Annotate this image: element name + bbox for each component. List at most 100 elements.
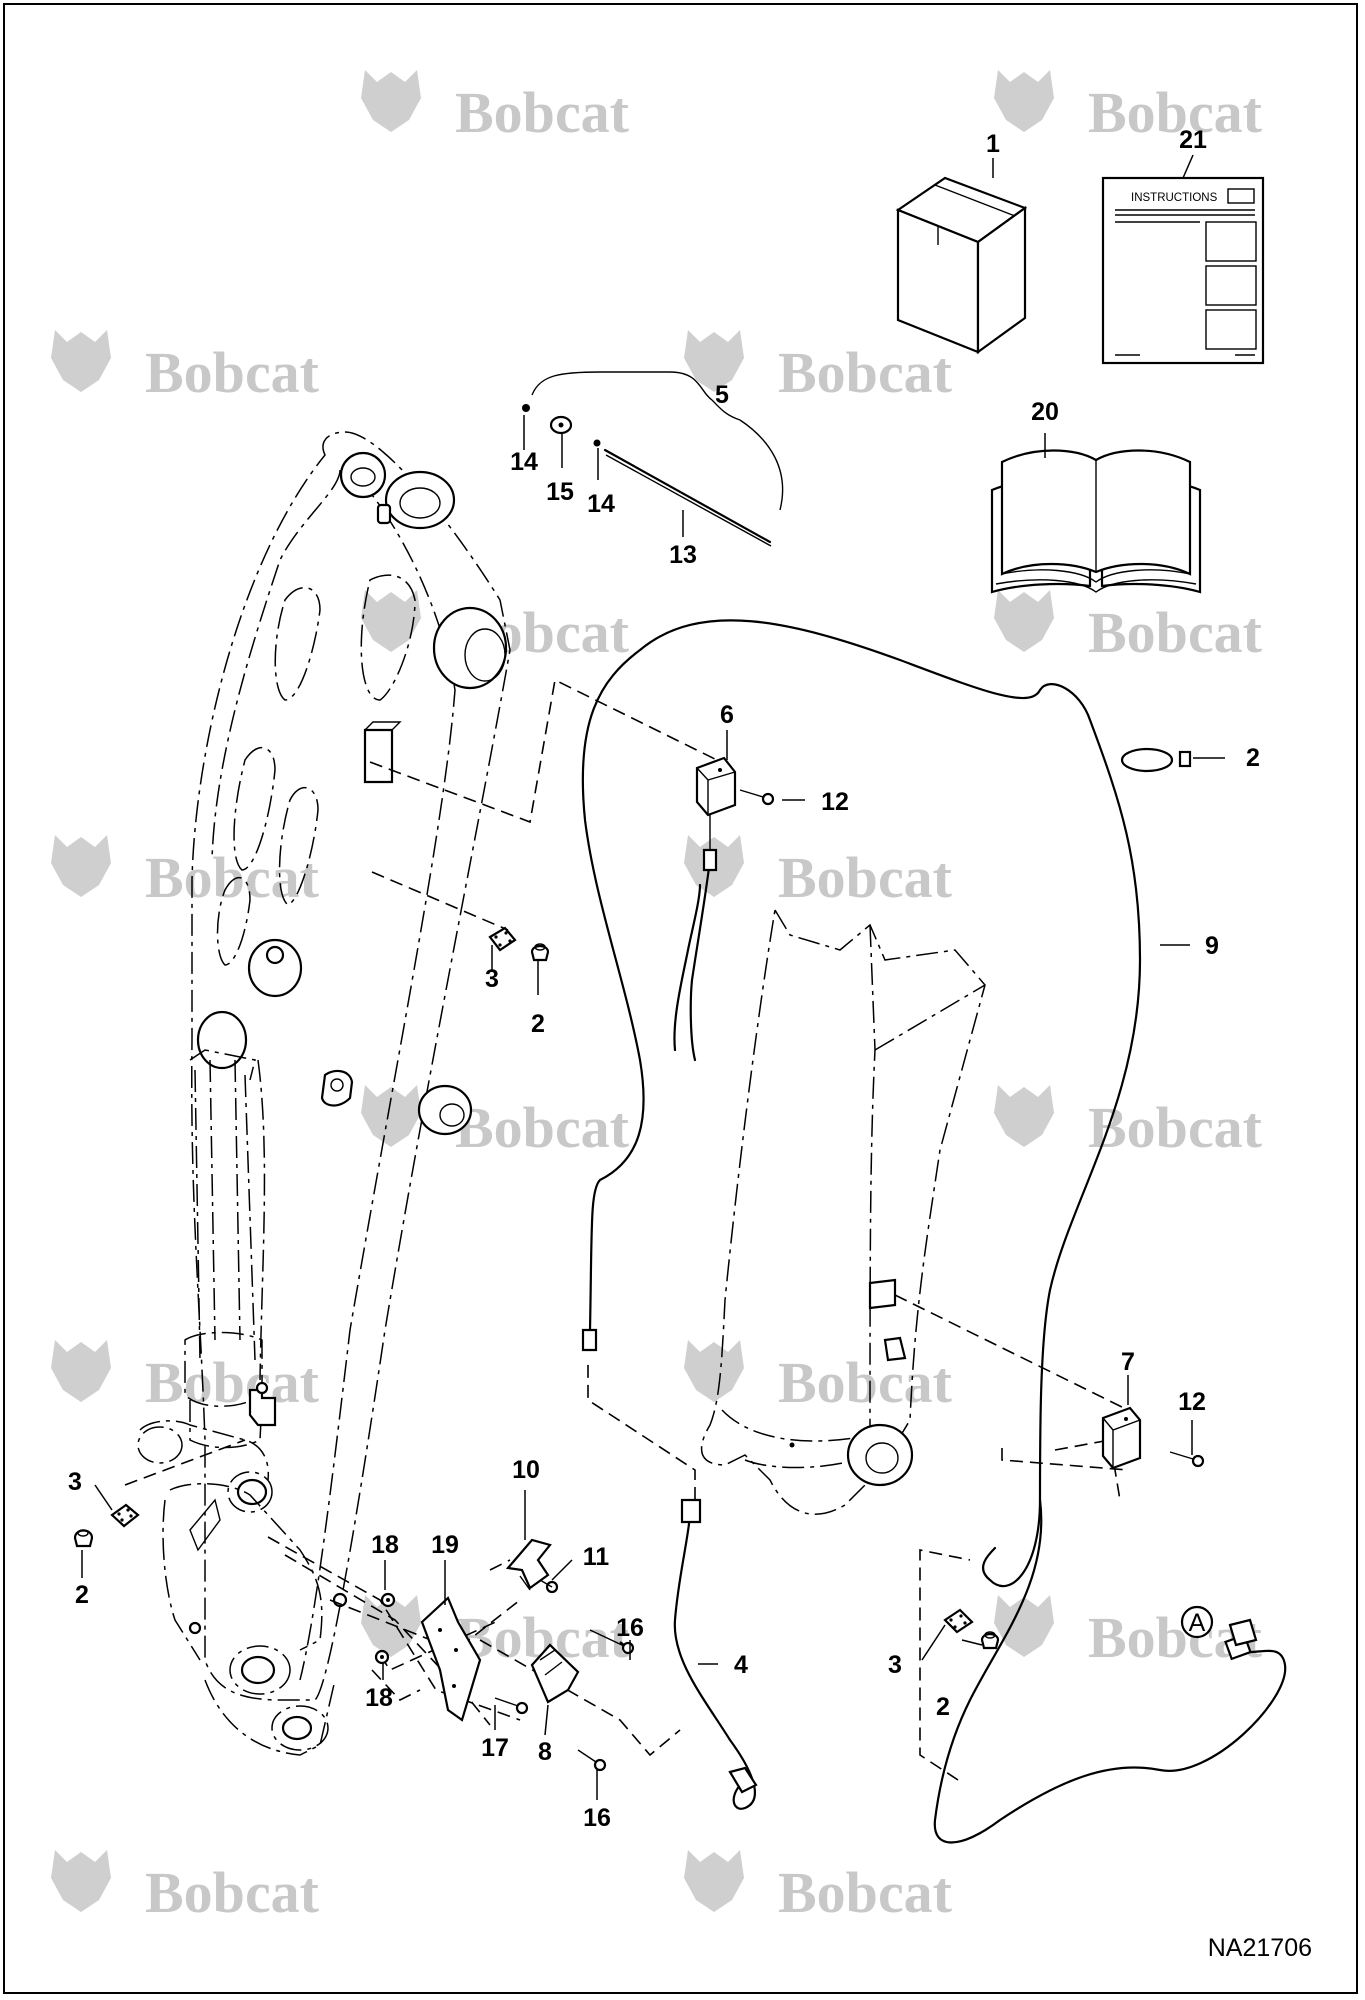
reference-code: NA21706 — [1208, 1934, 1312, 1962]
svg-text:Bobcat: Bobcat — [455, 80, 630, 145]
callout-3: 3 — [888, 1651, 902, 1679]
svg-text:Bobcat: Bobcat — [1088, 1095, 1263, 1160]
watermark: Bobcat — [51, 835, 320, 910]
callout-13: 13 — [669, 541, 697, 569]
watermark: Bobcat — [684, 1850, 953, 1925]
svg-text:Bobcat: Bobcat — [455, 1095, 630, 1160]
callout-labels: 1 21 5 14 15 14 13 20 6 12 2 9 3 2 7 12 … — [68, 126, 1260, 1832]
nut-plate-icon — [110, 1503, 140, 1528]
nut-icon — [530, 943, 550, 962]
svg-text:Bobcat: Bobcat — [778, 845, 953, 910]
nut-icon — [380, 1592, 396, 1608]
nut-icon — [73, 1529, 94, 1548]
watermark: Bobcat — [51, 330, 320, 405]
callout-6: 6 — [720, 701, 734, 729]
watermark: Bobcat — [994, 1595, 1263, 1670]
cable-tie-icon — [1120, 747, 1192, 773]
callout-18: 18 — [371, 1531, 399, 1559]
nut-plate-icon — [943, 1608, 974, 1634]
assembly-line — [124, 1439, 246, 1486]
callout-7: 7 — [1121, 1348, 1135, 1376]
svg-text:Bobcat: Bobcat — [145, 845, 320, 910]
callout-5: 5 — [715, 381, 729, 409]
watermark: Bobcat — [994, 70, 1263, 145]
cotter-pin-icon — [522, 404, 530, 412]
bolt-icon — [1169, 1451, 1205, 1468]
bolt-icon — [739, 789, 775, 806]
callout-19: 19 — [431, 1531, 459, 1559]
watermark: Bobcat — [684, 330, 953, 405]
svg-text:Bobcat: Bobcat — [778, 1860, 953, 1925]
callout-14: 14 — [587, 490, 615, 518]
switch-bracket-icon — [505, 1538, 552, 1591]
watermark: Bobcat — [684, 835, 953, 910]
callout-15: 15 — [546, 478, 574, 506]
callout-3: 3 — [485, 965, 499, 993]
callout-10: 10 — [512, 1456, 540, 1484]
cotter-pin-icon — [593, 439, 601, 447]
nut-icon — [980, 1631, 1000, 1650]
box-icon — [895, 176, 1028, 355]
callout-2: 2 — [531, 1010, 545, 1038]
pin-rod-icon — [603, 448, 772, 544]
bolt-icon — [494, 1697, 529, 1715]
svg-text:Bobcat: Bobcat — [145, 340, 320, 405]
bolt-icon — [577, 1749, 607, 1772]
svg-text:Bobcat: Bobcat — [1088, 600, 1263, 665]
assembly-line — [1001, 1448, 1129, 1471]
callout-16: 16 — [583, 1804, 611, 1832]
connector-a-icon: A — [1180, 1605, 1214, 1639]
pin-kit — [522, 371, 784, 547]
callout-14: 14 — [510, 448, 538, 476]
leader-lines — [81, 154, 1225, 1800]
watermark: Bobcat — [994, 1085, 1263, 1160]
callout-21: 21 — [1179, 126, 1207, 154]
watermark: Bobcat — [51, 1340, 320, 1415]
watermark: Bobcat — [361, 1595, 630, 1670]
excavator-arm — [137, 431, 511, 1756]
watermark: Bobcat — [684, 1340, 953, 1415]
assembly-line — [894, 1294, 1129, 1411]
bolt-icon — [539, 1579, 559, 1594]
callout-9: 9 — [1205, 932, 1219, 960]
assembly-line — [267, 1536, 521, 1721]
callout-2: 2 — [1246, 744, 1260, 772]
assembly-line — [919, 1549, 971, 1781]
callout-3: 3 — [68, 1468, 82, 1496]
callout-12: 12 — [1178, 1388, 1206, 1416]
wire-harness-short — [581, 1328, 758, 1810]
svg-text:Bobcat: Bobcat — [145, 1350, 320, 1415]
svg-text:Bobcat: Bobcat — [778, 1350, 953, 1415]
sensor-6-icon — [695, 756, 737, 872]
watermark-layer: Bobcat Bobcat Bobcat Bobcat Bobcat Bobca… — [51, 70, 1263, 1925]
svg-text:Bobcat: Bobcat — [778, 340, 953, 405]
svg-text:Bobcat: Bobcat — [145, 1860, 320, 1925]
callout-2: 2 — [936, 1693, 950, 1721]
callout-18: 18 — [365, 1684, 393, 1712]
assembly-line — [369, 678, 728, 824]
watermark: Bobcat — [361, 1085, 630, 1160]
watermark: Bobcat — [51, 1850, 320, 1925]
callout-17: 17 — [481, 1734, 509, 1762]
proximity-switch-icon — [530, 1643, 580, 1704]
callout-2: 2 — [75, 1581, 89, 1609]
callout-11: 11 — [583, 1543, 610, 1571]
instructions-sheet-icon: INSTRUCTIONS — [1101, 176, 1265, 365]
nut-icon — [374, 1649, 390, 1665]
harness-end-connector-icon — [1228, 1618, 1258, 1647]
assembly-line — [284, 1554, 491, 1726]
callout-16: 16 — [616, 1614, 644, 1642]
assembly-line — [371, 871, 509, 931]
svg-text:INSTRUCTIONS: INSTRUCTIONS — [1131, 192, 1218, 204]
svg-text:A: A — [1189, 1609, 1206, 1637]
callout-8: 8 — [538, 1738, 552, 1766]
callout-4: 4 — [734, 1651, 748, 1679]
callout-20: 20 — [1031, 398, 1059, 426]
svg-text:Bobcat: Bobcat — [1088, 80, 1263, 145]
watermark: Bobcat — [994, 590, 1263, 665]
callout-1: 1 — [986, 130, 1000, 158]
assembly-line — [371, 1559, 511, 1701]
nut-plate-icon — [488, 926, 517, 952]
excavator-boom — [700, 907, 986, 1515]
